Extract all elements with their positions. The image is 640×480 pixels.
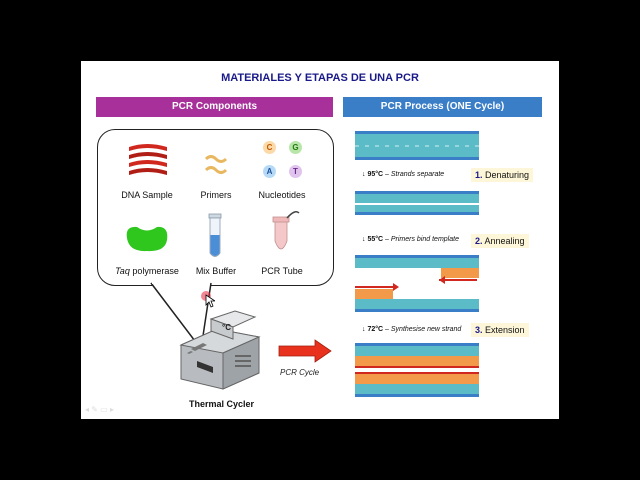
pcr-tube-label: PCR Tube — [261, 266, 303, 276]
dna-sample-icon — [129, 144, 167, 175]
pcr-cycle-label: PCR Cycle — [280, 368, 320, 377]
nucleotide-t-badge: T — [289, 165, 302, 178]
nucleotides-label: Nucleotides — [258, 190, 306, 200]
primers-icon — [204, 155, 228, 174]
slideshow-nav-controls[interactable]: ◂ ✎ ▭ ▸ — [85, 405, 114, 414]
pcr-components-header: PCR Components — [96, 97, 333, 117]
step3-temp-text: ↓ 72°C – Synthesise new strand — [362, 326, 462, 333]
thermal-cycler-icon — [179, 310, 261, 390]
pcr-process-header: PCR Process (ONE Cycle) — [343, 97, 542, 117]
slide: MATERIALES Y ETAPAS DE UNA PCR PCR Compo… — [81, 61, 559, 419]
pcr-tube-icon — [272, 211, 300, 250]
mix-buffer-label: Mix Buffer — [195, 266, 237, 276]
step3-extension-label: 3. Extension — [471, 323, 529, 337]
nucleotide-c-badge: C — [263, 141, 276, 154]
primers-label: Primers — [200, 190, 232, 200]
step1-temp-text: ↓ 95°C – Strands separate — [362, 171, 445, 178]
step2-annealing-label: 2. Annealing — [471, 234, 529, 248]
mix-buffer-icon — [208, 213, 222, 257]
nucleotide-g-badge: G — [289, 141, 302, 154]
thermal-cycler-label: Thermal Cycler — [189, 399, 255, 409]
slide-title: MATERIALES Y ETAPAS DE UNA PCR — [221, 72, 419, 84]
mouse-cursor-icon — [205, 294, 215, 308]
step2-temp-text: ↓ 55°C – Primers bind template — [362, 236, 459, 243]
scroll-indicator — [632, 60, 635, 420]
dna-sample-label: DNA Sample — [121, 190, 173, 200]
pcr-cycle-arrow — [278, 339, 332, 363]
taq-polymerase-label: Taq polymerase — [115, 266, 179, 276]
step1-denaturing-label: 1. Denaturing — [471, 168, 534, 182]
cycler-display-text: °C — [222, 323, 231, 332]
nucleotide-a-badge: A — [263, 165, 276, 178]
taq-polymerase-icon — [126, 226, 168, 252]
pcr-process-diagram — [355, 131, 479, 397]
